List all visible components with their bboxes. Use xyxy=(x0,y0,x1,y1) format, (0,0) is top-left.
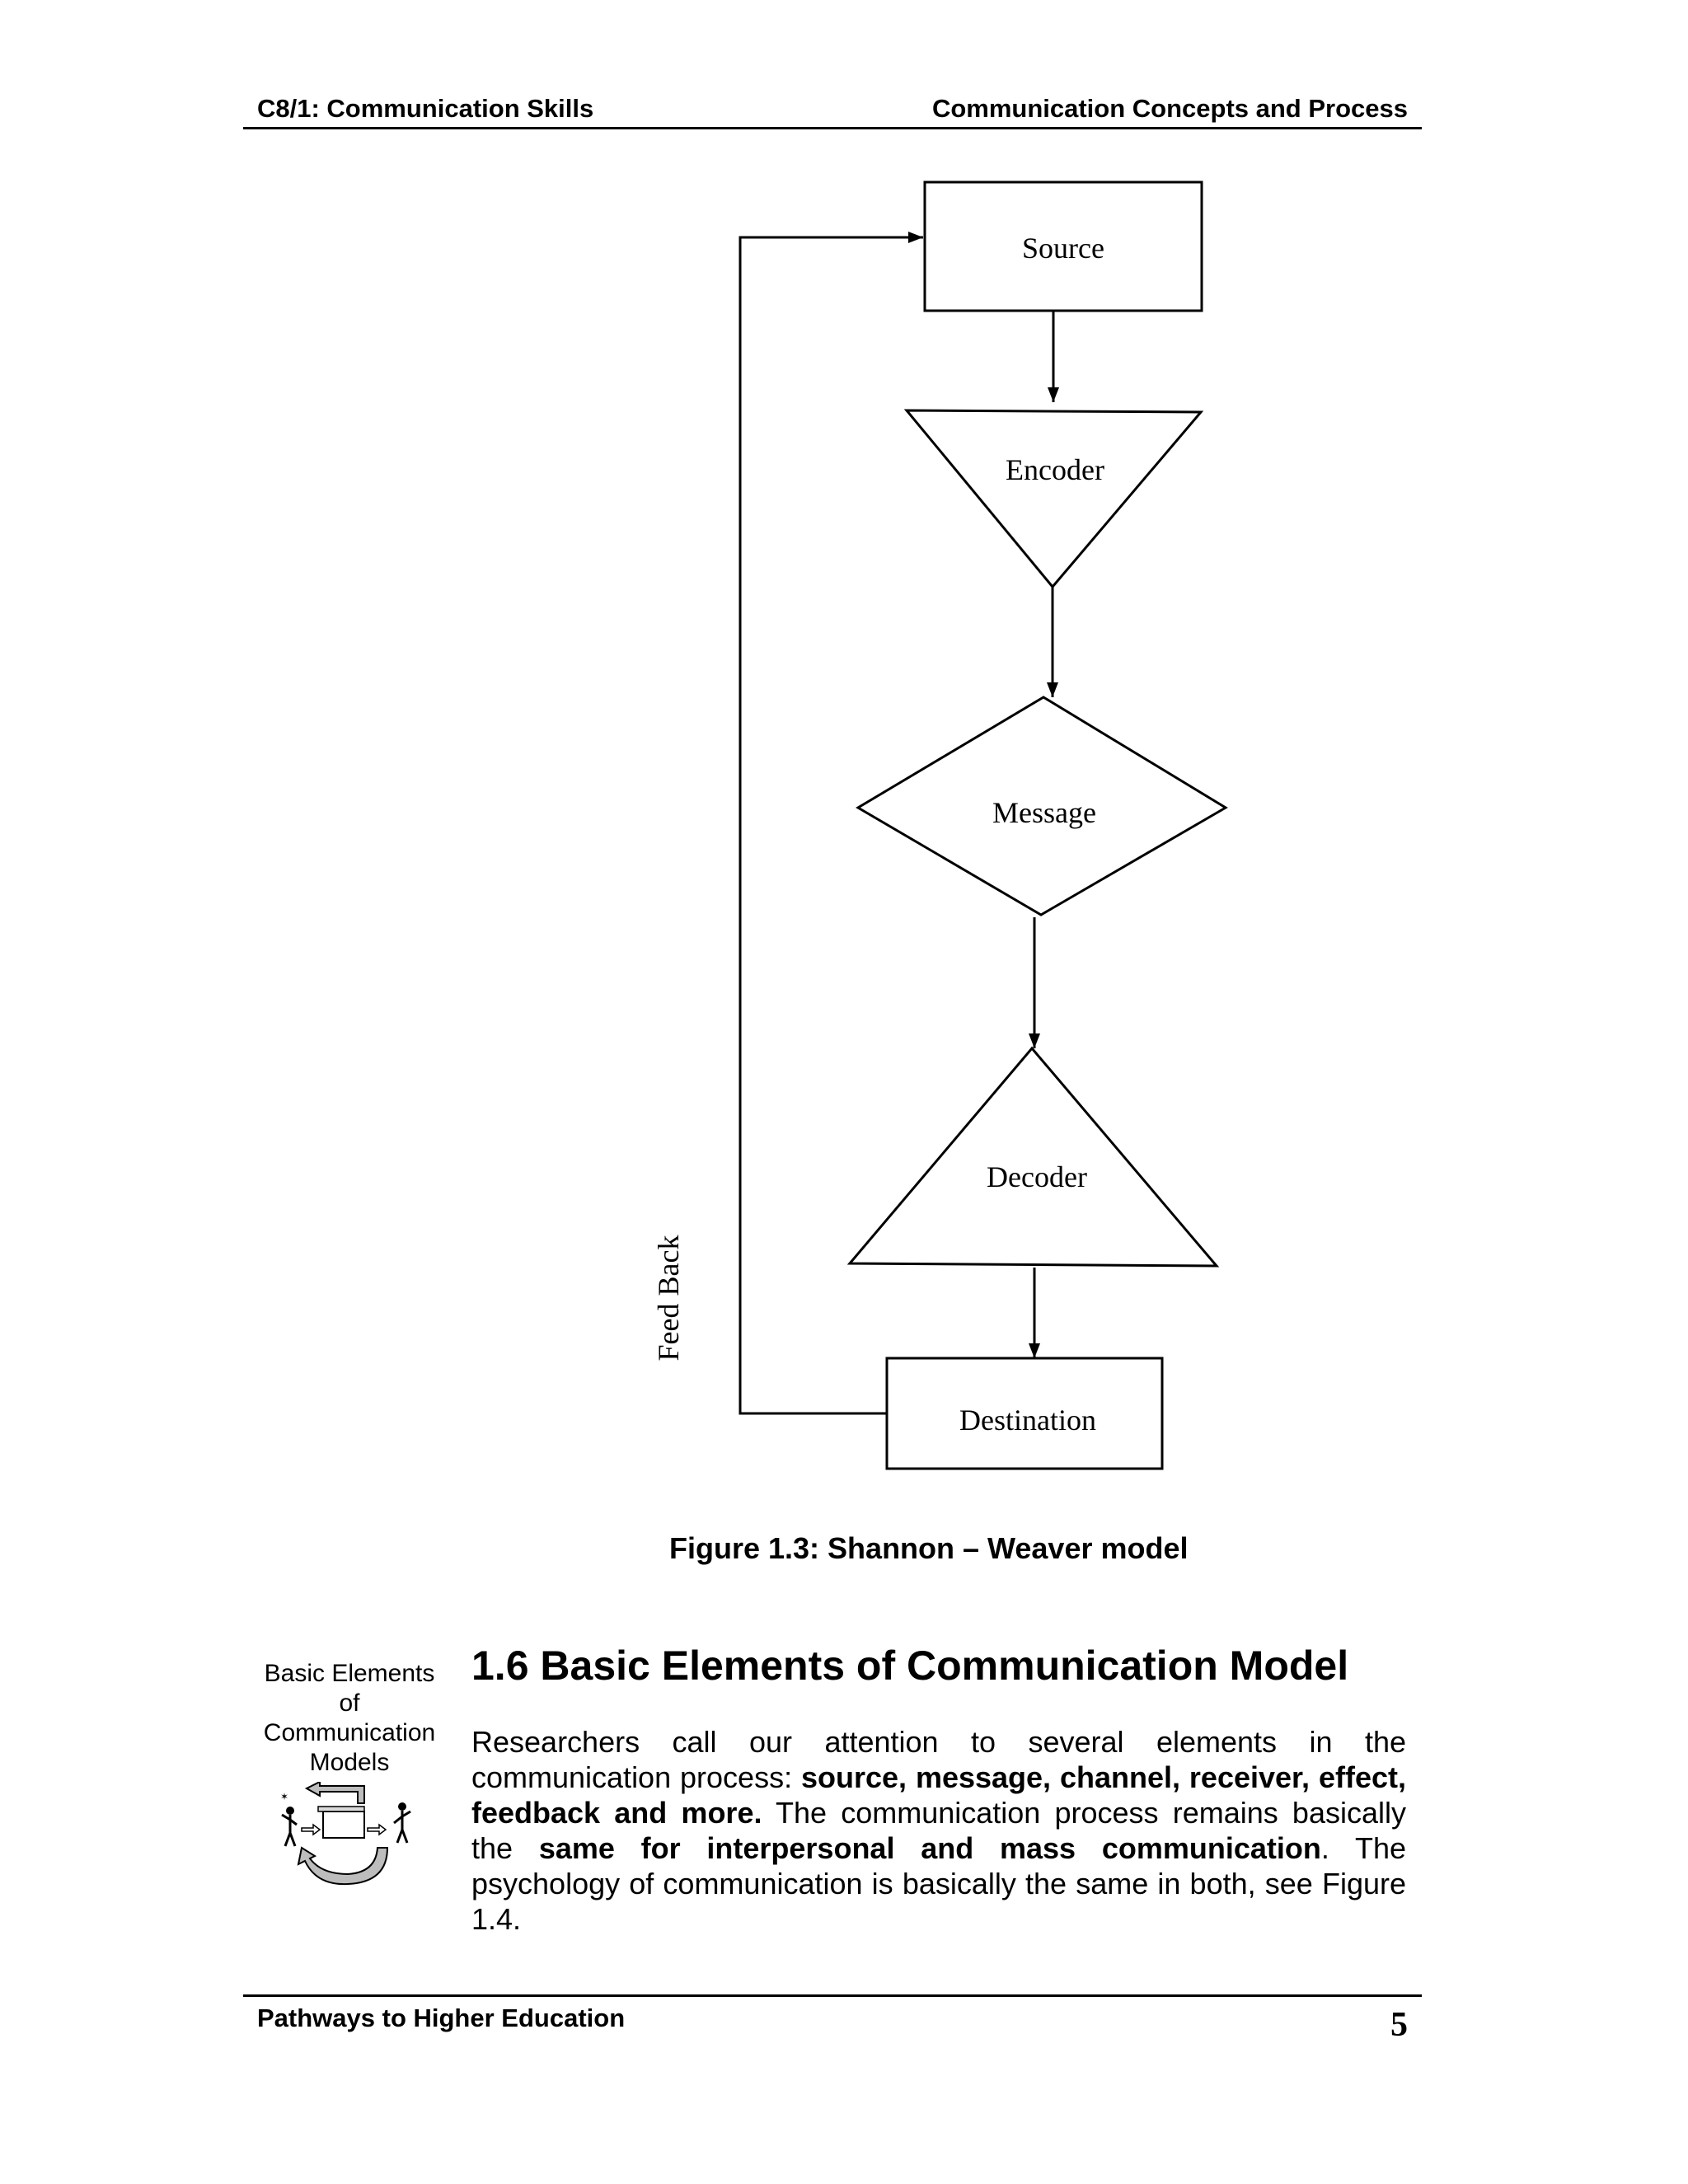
footer-publication: Pathways to Higher Education xyxy=(257,2004,625,2033)
decoder-label: Decoder xyxy=(987,1160,1087,1193)
message-label: Message xyxy=(992,796,1096,829)
section-title: 1.6 Basic Elements of Communication Mode… xyxy=(471,1642,1348,1690)
decoder-shape xyxy=(850,1048,1217,1266)
margin-note-line: Models xyxy=(257,1748,442,1778)
page-footer: Pathways to Higher Education 5 xyxy=(243,1994,1422,2046)
margin-note-line: of xyxy=(257,1689,442,1718)
source-label: Source xyxy=(1022,232,1104,265)
feedback-loop-line xyxy=(740,237,923,1413)
destination-label: Destination xyxy=(959,1404,1096,1436)
page-number: 5 xyxy=(1390,2005,1408,2045)
margin-note-line: Basic Elements xyxy=(257,1659,442,1689)
margin-note-line: Communication xyxy=(257,1718,442,1748)
figure-caption: Figure 1.3: Shannon – Weaver model xyxy=(669,1531,1189,1566)
communication-cycle-icon: ✶ xyxy=(272,1782,420,1889)
section-paragraph: Researchers call our attention to severa… xyxy=(471,1724,1406,1937)
svg-text:✶: ✶ xyxy=(280,1791,288,1802)
encoder-label: Encoder xyxy=(1006,453,1104,486)
encoder-shape xyxy=(907,410,1201,587)
feedback-label: Feed Back xyxy=(652,1235,685,1361)
margin-note: Basic Elements of Communication Models xyxy=(257,1659,442,1778)
paragraph-bold-text: same for interpersonal and mass communic… xyxy=(539,1831,1321,1865)
